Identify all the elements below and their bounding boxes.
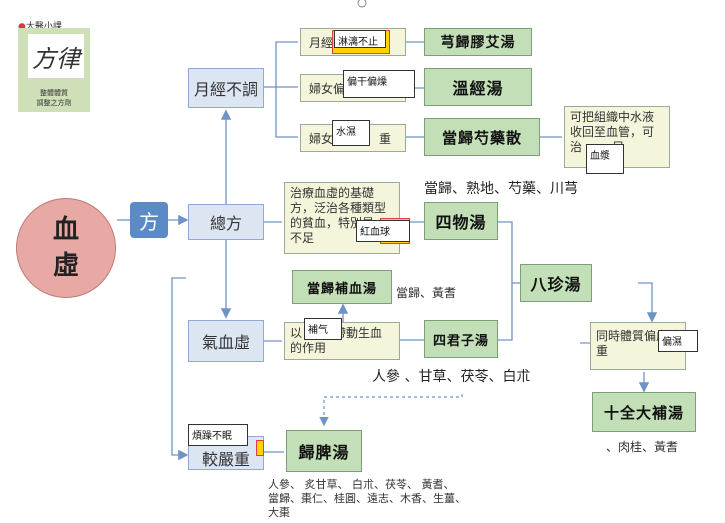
formula-danggui-shaoyao: 當歸芍藥散 [424, 118, 540, 156]
popup-label: 偏濕 [658, 330, 698, 352]
root-node: 血 虛 [16, 198, 116, 298]
popup-label: 紅血球 [356, 220, 410, 242]
ingredients-buxue: 當歸、黃耆 [396, 286, 457, 300]
ingredients-guipi-2: 當歸、棗仁、桂圓、遠志、木香、生薑、 [268, 492, 466, 505]
formula-sijunzi: 四君子湯 [424, 320, 498, 358]
category-qi-blood: 氣血虛 [188, 320, 264, 362]
ingredients-guipi-1: 人參、 炙甘草、 白朮、茯苓、 黃耆、 [268, 478, 455, 491]
highlight-mark [256, 440, 264, 456]
fang-label: 方 [130, 202, 168, 238]
formula-jiaoai: 芎歸膠艾湯 [424, 28, 532, 56]
ingredients-guipi-3: 大棗 [268, 506, 290, 519]
root-line1: 血 [52, 215, 79, 245]
formula-guipi: 歸脾湯 [286, 430, 362, 472]
category-general: 總方 [188, 204, 264, 240]
category-menstrual: 月經不調 [188, 68, 264, 108]
popup-label: 補气 [304, 318, 342, 340]
formula-danggui-buxue: 當歸補血湯 [292, 270, 392, 304]
note-qi-desc: 以帶動生血的作用 [284, 322, 400, 360]
logo-calligraphy: 方律 [28, 34, 84, 78]
popup-label: 血漿 [586, 144, 624, 174]
popup-label: 煩躁不眠 [188, 424, 248, 446]
formula-shiquan: 十全大補湯 [592, 392, 696, 432]
logo-top-text: ●大醫小課 [18, 22, 62, 32]
formula-wenjing: 溫經湯 [424, 68, 532, 106]
popup-label: 淋漓不止 [334, 30, 386, 48]
popup-label: 水濕 [332, 120, 370, 146]
logo-line1: 整體體質 [40, 89, 68, 97]
popup-label: 偏干偏燥 [343, 70, 415, 98]
formula-siwu: 四物湯 [424, 202, 498, 240]
ingredients-siwu: 當歸、熟地、芍藥、川芎 [424, 181, 578, 197]
root-line2: 虛 [52, 251, 79, 281]
ingredients-shiquan: 、肉桂、黃耆 [606, 440, 679, 454]
formula-bazhen: 八珍湯 [520, 264, 592, 302]
ingredients-sijunzi: 人參 、甘草、茯苓、白朮 [372, 369, 531, 385]
logo-line2: 調整之方劑 [36, 99, 72, 107]
logo: 方律 整體體質 調整之方劑 [18, 28, 90, 112]
